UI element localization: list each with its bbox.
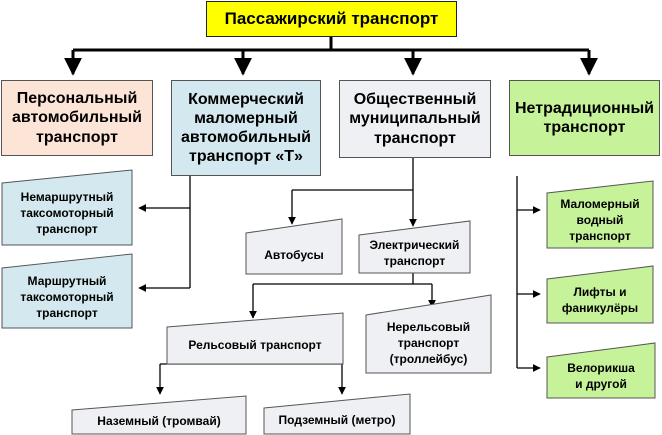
personal-transport-label: Персональный автомобильный транспорт <box>12 90 142 146</box>
commercial-child-shapes <box>1 169 133 329</box>
nontraditional-transport-label: Нетрадиционный транспорт <box>514 99 654 136</box>
ground-shape <box>71 395 247 435</box>
nonroute-taxi-shape <box>1 169 133 246</box>
commercial-transport-box: Коммерческий маломерный автомобильный тр… <box>171 80 321 176</box>
underground-shape <box>263 393 411 435</box>
commercial-connectors <box>138 176 191 292</box>
municipal-transport-label: Общественный муниципальный транспорт <box>349 91 481 147</box>
buses-shape <box>245 218 343 275</box>
nontraditional-connectors <box>516 176 541 372</box>
water-shape <box>546 180 654 249</box>
municipal-child-shapes <box>245 218 471 275</box>
electric-shape <box>358 220 471 274</box>
root-box: Пассажирский транспорт <box>206 1 457 37</box>
lifts-shape <box>546 265 654 324</box>
rail-shape <box>166 312 344 365</box>
electric-child-shapes <box>166 294 492 374</box>
rail-child-shapes <box>71 393 411 435</box>
municipal-connectors <box>288 158 417 227</box>
commercial-transport-label: Коммерческий маломерный автомобильный тр… <box>181 90 311 166</box>
nontraditional-child-shapes <box>546 180 656 399</box>
root-label: Пассажирский транспорт <box>224 9 439 28</box>
nontraditional-transport-box: Нетрадиционный транспорт <box>509 80 660 156</box>
personal-transport-box: Персональный автомобильный транспорт <box>1 80 153 156</box>
nonrail-shape <box>365 294 492 374</box>
municipal-transport-box: Общественный муниципальный транспорт <box>339 80 491 158</box>
rickshaw-shape <box>546 342 656 399</box>
rail-connectors <box>156 363 346 395</box>
route-taxi-shape <box>1 253 133 329</box>
electric-connectors <box>249 273 436 319</box>
root-connectors <box>64 37 598 76</box>
